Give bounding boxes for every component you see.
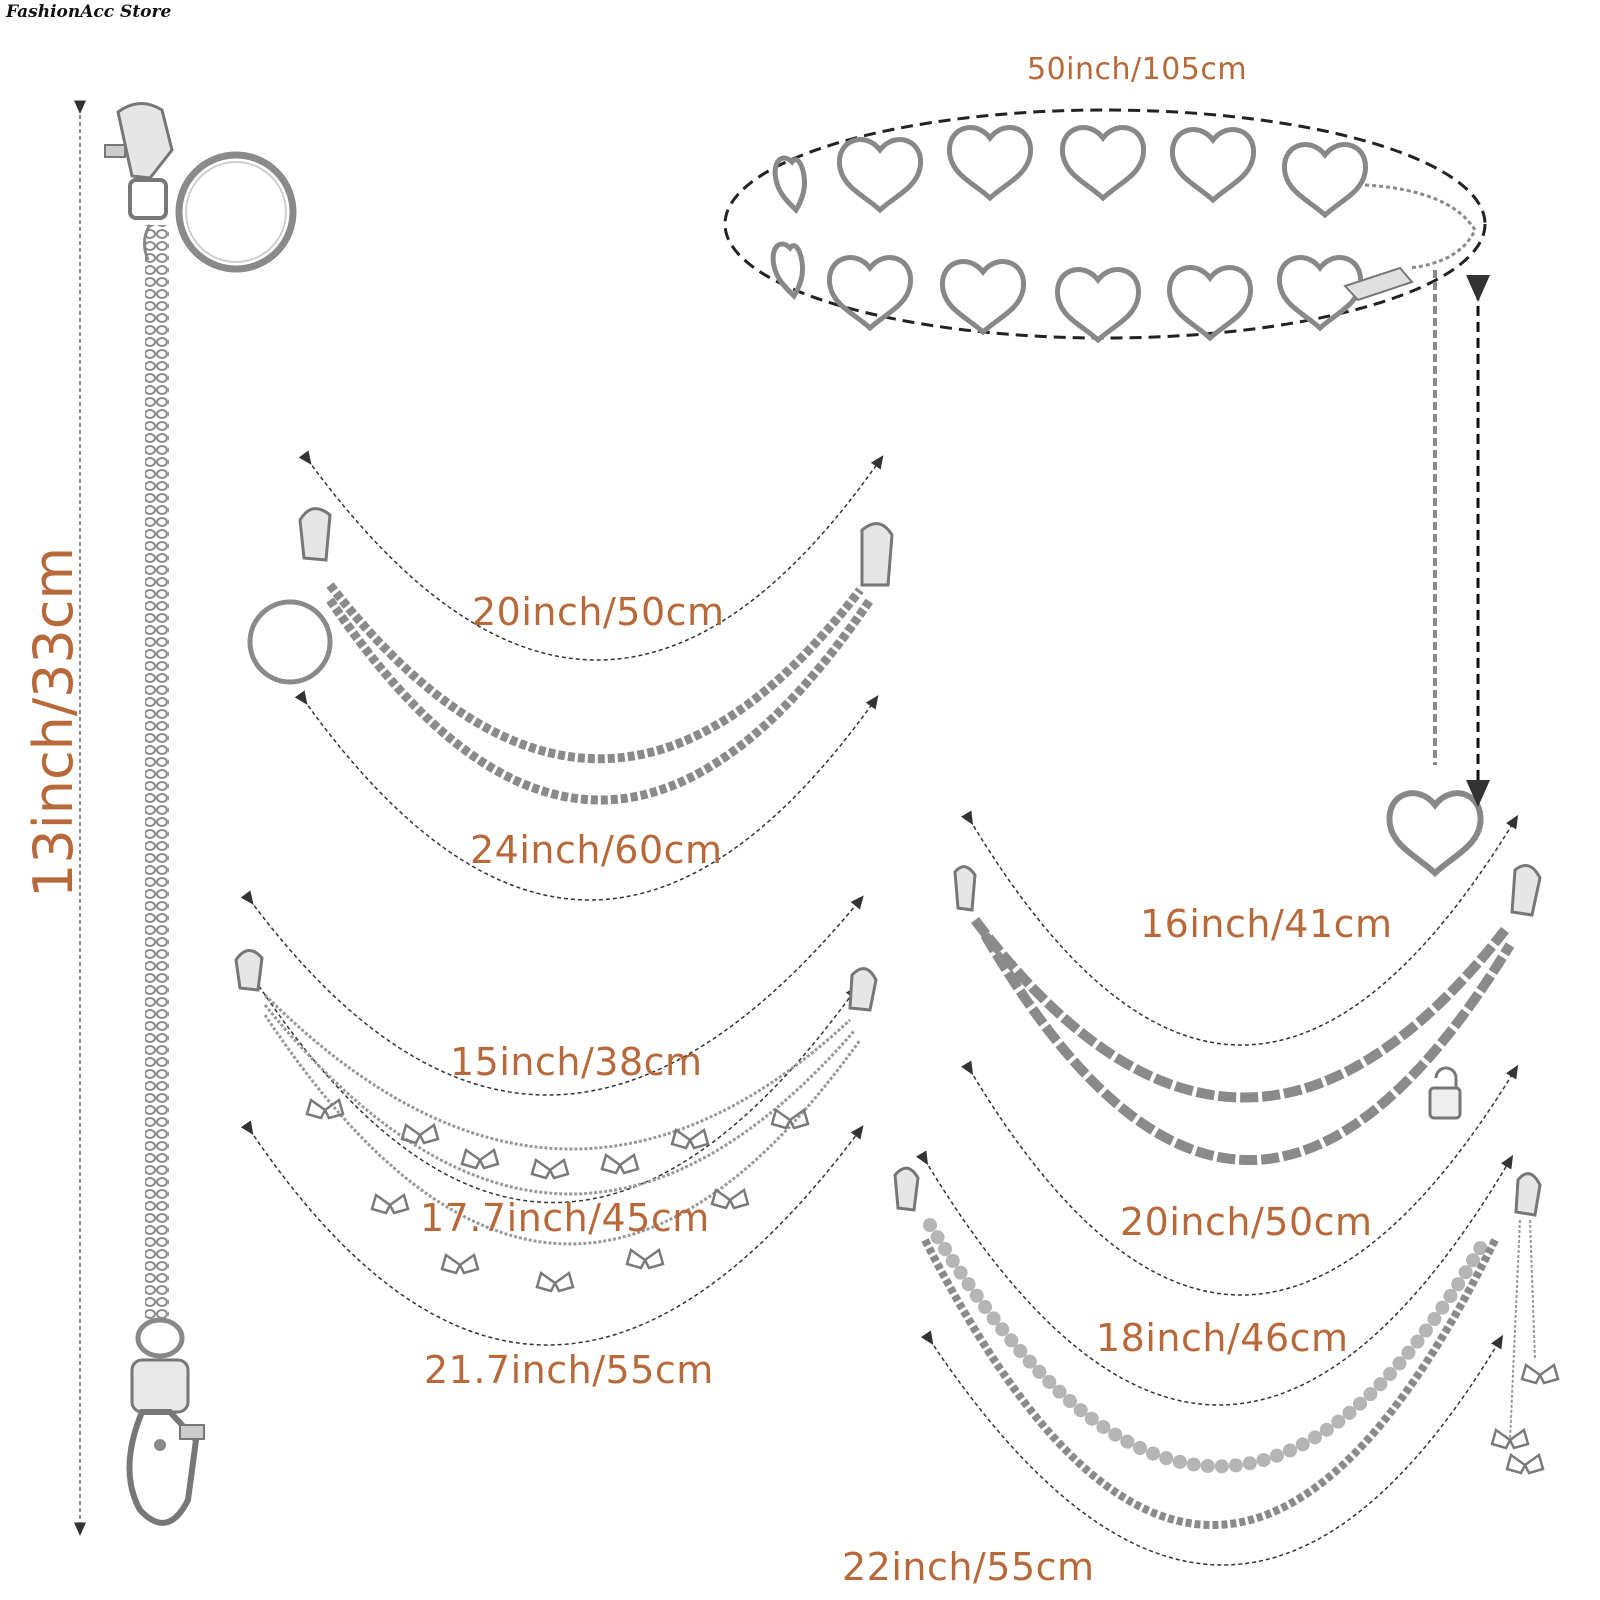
- butterfly-chain: [234, 890, 878, 1346]
- lobster-clasp-icon: [234, 949, 264, 992]
- heart-row-top: [772, 125, 1368, 219]
- dim-arc-18in: [915, 1150, 1514, 1406]
- padlock-charm-icon: [1428, 1066, 1462, 1120]
- store-watermark: FashionAcc Store: [6, 2, 172, 22]
- pearl-curb-chain: [893, 1150, 1560, 1566]
- label-double-chain-long: 24inch/60cm: [470, 828, 723, 872]
- label-paperclip-short: 16inch/41cm: [1140, 902, 1393, 946]
- butterfly-charm-icon: [305, 1097, 810, 1293]
- dim-arc-24in: [294, 690, 879, 901]
- lobster-clasp-icon: [1510, 864, 1542, 917]
- label-butterfly-mid: 17.7inch/45cm: [420, 1196, 710, 1240]
- dim-arc-17in: [245, 970, 859, 1204]
- lobster-clasp-icon: [298, 507, 332, 562]
- label-paperclip-long: 20inch/50cm: [1120, 1200, 1373, 1244]
- lobster-clasp-icon: [848, 967, 878, 1012]
- keychain: [74, 100, 297, 1536]
- label-butterfly-long: 21.7inch/55cm: [424, 1348, 714, 1392]
- label-butterfly-short: 15inch/38cm: [450, 1040, 703, 1084]
- double-chain: [247, 450, 894, 901]
- pearl-bead-icon: [923, 1218, 1492, 1474]
- label-heart-belt-length: 50inch/105cm: [1027, 52, 1248, 87]
- heart-link-icon: [1386, 790, 1484, 878]
- label-curb-chain: 22inch/55cm: [842, 1545, 1095, 1589]
- heart-belt: [723, 108, 1490, 878]
- lobster-clasp-icon: [893, 1166, 920, 1212]
- heart-row-bottom: [770, 241, 1363, 344]
- dim-arc-21in: [240, 1120, 864, 1346]
- dim-arc-16in: [960, 810, 1519, 1046]
- dim-arc-22in: [920, 1330, 1504, 1566]
- lobster-clasp-icon: [953, 865, 977, 912]
- key-ring-icon: [175, 151, 297, 273]
- belt-dimension-ellipse: [723, 108, 1487, 340]
- butterfly-charm-icon: [1490, 1362, 1560, 1475]
- label-double-chain-short: 20inch/50cm: [472, 590, 725, 634]
- label-keychain-length: 13inch/33cm: [22, 546, 85, 898]
- lobster-clasp-icon: [860, 522, 894, 587]
- dim-arc-20in: [298, 450, 884, 661]
- lobster-clasp-icon: [104, 102, 174, 220]
- lobster-clasp-icon: [126, 1317, 205, 1526]
- key-ring-icon: [247, 599, 333, 685]
- dim-arc-20in-b: [960, 1060, 1519, 1296]
- label-pearl-chain: 18inch/46cm: [1096, 1316, 1349, 1360]
- keychain-chain: [145, 225, 169, 1320]
- lobster-clasp-icon: [1514, 1172, 1542, 1217]
